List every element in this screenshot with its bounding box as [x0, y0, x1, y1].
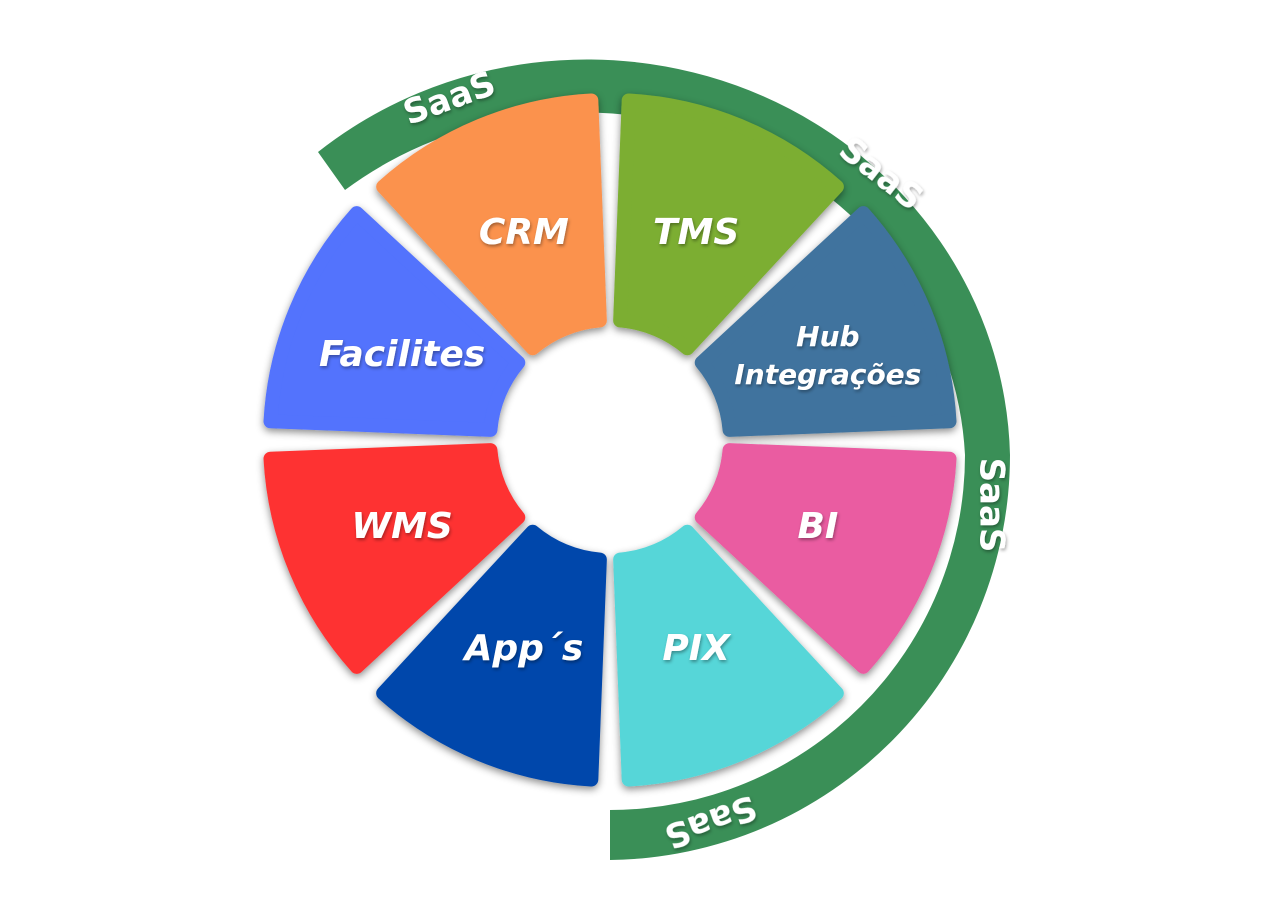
segment-app-s: [376, 524, 607, 787]
segment-crm: [376, 93, 607, 356]
segment-label-wms: WMS: [351, 506, 452, 547]
segment-pix: [613, 524, 844, 787]
segment-label-facilites: Facilites: [319, 334, 485, 375]
saas-ring-label-3: SaaS: [972, 458, 1012, 553]
segment-tms: [613, 93, 844, 356]
segment-wms: [263, 443, 526, 674]
segment-hub-integrac-o-es: [694, 206, 957, 437]
segment-label-crm: CRM: [479, 212, 569, 253]
segment-label-tms: TMS: [653, 212, 739, 253]
segment-bi: [694, 443, 957, 674]
segment-label-app-s: App´s: [461, 628, 583, 669]
segment-label-bi: BI: [797, 506, 838, 547]
segment-label-pix: PIX: [662, 628, 732, 669]
saas-ring: [318, 59, 1011, 861]
segment-facilites: [263, 206, 526, 437]
